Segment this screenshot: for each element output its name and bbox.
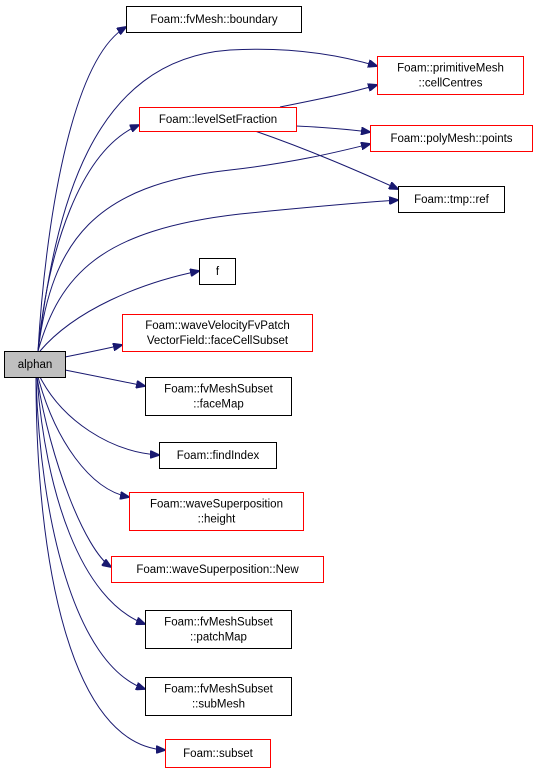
edge-alphan-to-points	[37, 144, 370, 352]
node-label-findIndex: Foam::findIndex	[177, 450, 260, 462]
node-subset[interactable]: Foam::subset	[165, 739, 271, 768]
node-label-subMesh-line-2: ::subMesh	[192, 699, 245, 711]
edge-alphan-to-height	[37, 376, 129, 497]
node-label-faceCellSubset-line-2: VectorField::faceCellSubset	[147, 335, 289, 347]
edge-alphan-to-New	[36, 376, 111, 567]
node-label-subset: Foam::subset	[183, 748, 253, 760]
node-box-patchMap	[145, 610, 292, 649]
node-levelSetFraction[interactable]: Foam::levelSetFraction	[139, 107, 297, 132]
node-label-points: Foam::polyMesh::points	[390, 133, 512, 145]
node-label-patchMap-line-1: Foam::fvMeshSubset	[164, 617, 273, 629]
node-box-ref	[398, 186, 505, 213]
node-label-f: f	[216, 266, 220, 278]
edge-levelSetFraction-to-points	[295, 125, 370, 132]
node-label-ref: Foam::tmp::ref	[414, 194, 490, 206]
edge-levelSetFraction-to-ref	[254, 130, 398, 189]
node-box-points	[370, 125, 533, 152]
edge-alphan-to-cellCentres	[37, 48, 377, 352]
node-label-New: Foam::waveSuperposition::New	[136, 564, 299, 576]
edge-alphan-to-findIndex	[39, 376, 159, 455]
node-box-faceMap	[145, 377, 292, 416]
node-label-boundary: Foam::fvMesh::boundary	[150, 14, 277, 26]
node-box-height	[129, 492, 304, 531]
node-box-faceCellSubset	[122, 314, 313, 352]
node-points[interactable]: Foam::polyMesh::points	[370, 125, 533, 152]
edge-alphan-to-ref	[37, 200, 398, 352]
edges-layer	[35, 27, 398, 750]
edge-alphan-to-faceMap	[64, 369, 145, 386]
edge-alphan-to-levelSetFraction	[37, 125, 139, 352]
node-f[interactable]: f	[199, 258, 236, 285]
node-box-f	[199, 258, 236, 285]
node-cellCentres[interactable]: Foam::primitiveMesh::cellCentres	[377, 56, 524, 95]
node-box-subMesh	[145, 677, 292, 716]
node-ref[interactable]: Foam::tmp::ref	[398, 186, 505, 213]
node-box-findIndex	[159, 442, 277, 469]
node-subMesh[interactable]: Foam::fvMeshSubset::subMesh	[145, 677, 292, 716]
node-label-height-line-1: Foam::waveSuperposition	[150, 499, 283, 511]
node-label-patchMap-line-2: ::patchMap	[190, 632, 247, 644]
node-label-levelSetFraction: Foam::levelSetFraction	[159, 114, 277, 126]
node-faceMap[interactable]: Foam::fvMeshSubset::faceMap	[145, 377, 292, 416]
node-box-subset	[165, 739, 271, 768]
node-label-cellCentres-line-2: ::cellCentres	[419, 78, 483, 90]
node-faceCellSubset[interactable]: Foam::waveVelocityFvPatchVectorField::fa…	[122, 314, 313, 352]
edge-alphan-to-f	[39, 271, 199, 352]
edge-alphan-to-subset	[35, 376, 165, 750]
edge-alphan-to-subMesh	[35, 376, 145, 689]
node-label-cellCentres-line-1: Foam::primitiveMesh	[397, 63, 504, 75]
edge-alphan-to-faceCellSubset	[64, 345, 122, 358]
node-box-New	[111, 556, 324, 583]
node-label-faceCellSubset-line-1: Foam::waveVelocityFvPatch	[145, 320, 289, 332]
node-findIndex[interactable]: Foam::findIndex	[159, 442, 277, 469]
node-New[interactable]: Foam::waveSuperposition::New	[111, 556, 324, 583]
node-label-faceMap-line-2: ::faceMap	[193, 399, 244, 411]
node-label-alphan: alphan	[18, 359, 53, 371]
node-label-faceMap-line-1: Foam::fvMeshSubset	[164, 384, 273, 396]
node-alphan[interactable]: alphan	[4, 351, 66, 378]
node-box-cellCentres	[377, 56, 524, 95]
edge-levelSetFraction-to-cellCentres	[279, 85, 377, 108]
node-boundary[interactable]: Foam::fvMesh::boundary	[126, 6, 302, 33]
nodes-layer: alphan Foam::fvMesh::boundaryFoam::primit…	[4, 6, 533, 768]
edge-alphan-to-patchMap	[36, 376, 145, 624]
node-patchMap[interactable]: Foam::fvMeshSubset::patchMap	[145, 610, 292, 649]
node-label-height-line-2: ::height	[198, 514, 237, 526]
node-height[interactable]: Foam::waveSuperposition::height	[129, 492, 304, 531]
node-box-levelSetFraction	[139, 107, 297, 132]
edge-alphan-to-boundary	[37, 27, 126, 352]
node-label-subMesh-line-1: Foam::fvMeshSubset	[164, 684, 273, 696]
node-box-boundary	[126, 6, 302, 33]
node-box-alphan	[4, 351, 66, 378]
